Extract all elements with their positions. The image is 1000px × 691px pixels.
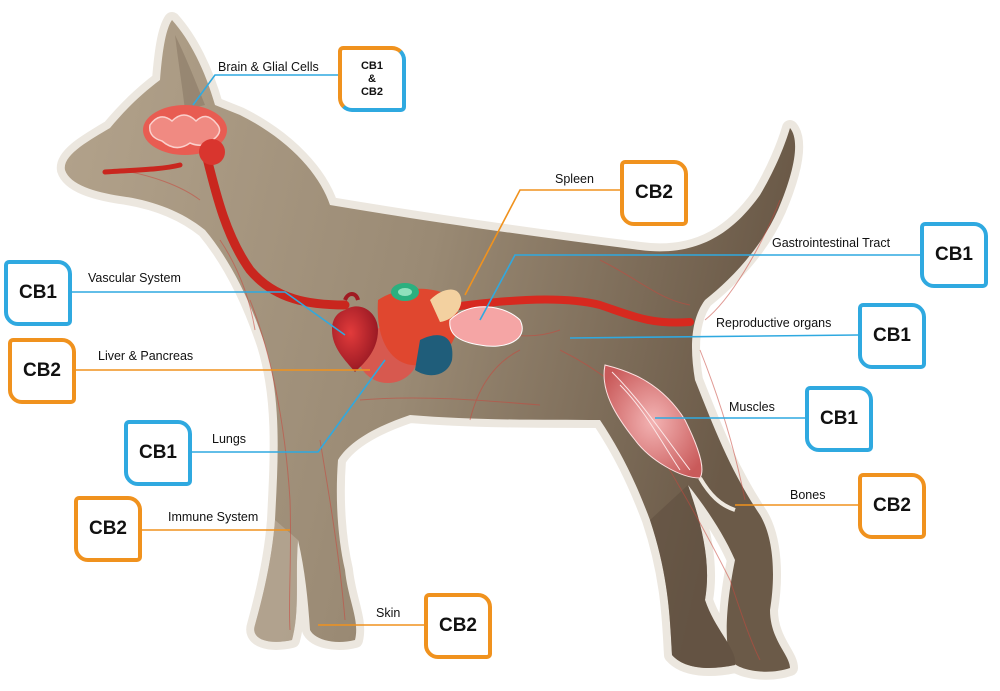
badge-reproductive-cb1: CB1 [858,303,926,369]
badge-lungs-cb1: CB1 [124,420,192,486]
brain-shape [143,105,227,165]
label-spleen: Spleen [555,172,594,186]
muscle-shape [603,364,736,512]
label-gastrointestinal: Gastrointestinal Tract [772,236,891,250]
label-reproductive: Reproductive organs [716,316,832,330]
badge-vascular-cb1: CB1 [4,260,72,326]
badge-gastrointestinal-cb1: CB1 [920,222,988,288]
label-muscles: Muscles [729,400,775,414]
major-vessels [102,145,694,327]
organs [358,283,523,383]
badge-spleen-cb2: CB2 [620,160,688,226]
badge-muscles-cb1: CB1 [805,386,873,452]
label-skin: Skin [376,606,401,620]
label-lungs: Lungs [212,432,247,446]
connector-lines [70,74,920,626]
heart-shape [332,292,378,372]
badge-brain-line2: & [368,72,376,85]
badge-brain-cb1-cb2: CB1 & CB2 [338,46,406,112]
badge-liver-cb2: CB2 [8,338,76,404]
label-liver-pancreas: Liver & Pancreas [98,349,194,363]
label-brain: Brain & Glial Cells [218,60,319,74]
badge-bones-cb2: CB2 [858,473,926,539]
label-vascular: Vascular System [88,271,181,285]
badge-skin-cb2: CB2 [424,593,492,659]
label-bones: Bones [790,488,826,502]
badge-brain-line3: CB2 [360,85,383,98]
badge-immune-cb2: CB2 [74,496,142,562]
badge-brain-line1: CB1 [360,59,383,72]
label-immune: Immune System [168,510,259,524]
